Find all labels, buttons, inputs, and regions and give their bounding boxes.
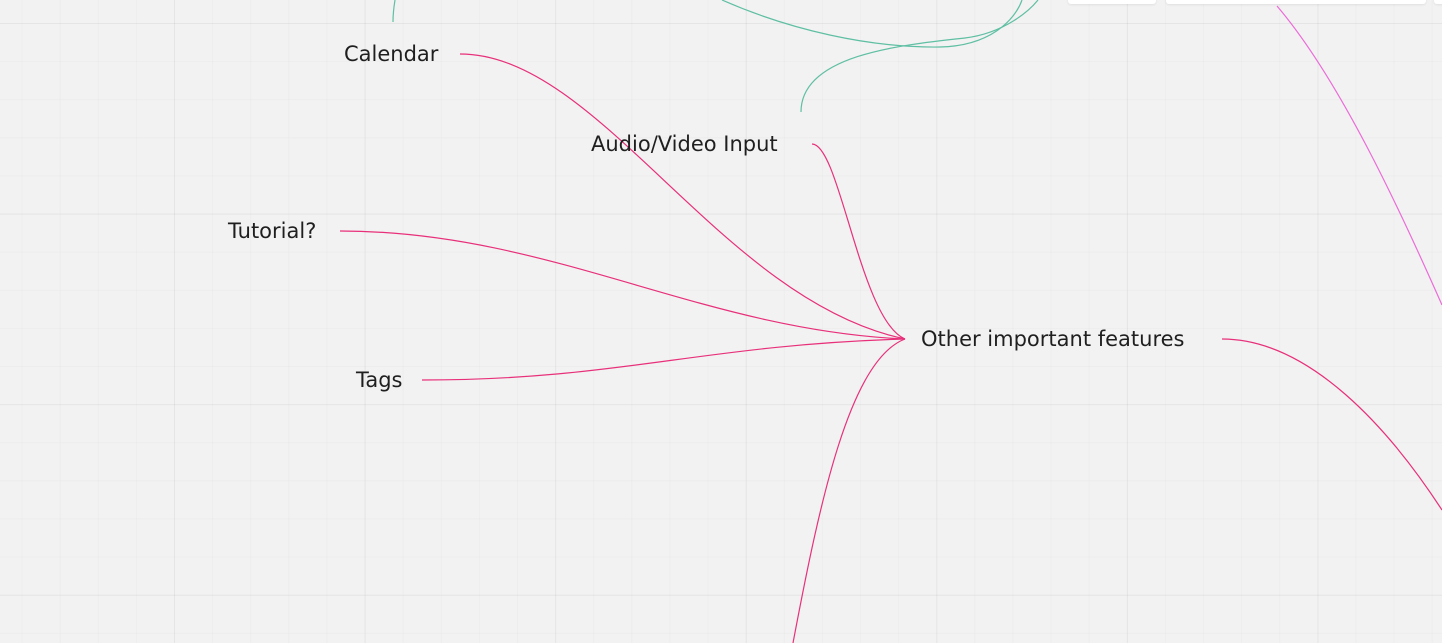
node-calendar[interactable]: Calendar [344, 42, 439, 66]
connector-calendar [459, 53, 906, 340]
connector-tutorial [339, 230, 906, 340]
connector-right-branch [1221, 338, 1442, 511]
connector-teal-audio-video [800, 0, 1039, 113]
offscreen-card[interactable] [1166, 0, 1426, 4]
connector-bottom-branch [792, 338, 906, 643]
connector-teal-top-left [392, 0, 396, 23]
node-audio-video-input[interactable]: Audio/Video Input [591, 132, 778, 156]
offscreen-card[interactable] [1434, 0, 1442, 4]
offscreen-card[interactable] [1068, 0, 1156, 4]
node-other-important-features[interactable]: Other important features [921, 327, 1185, 351]
connector-audio-video-input [811, 143, 906, 340]
node-tags[interactable]: Tags [356, 368, 403, 392]
connector-tags [421, 338, 906, 381]
node-tutorial[interactable]: Tutorial? [228, 219, 317, 243]
connector-teal-top-arc [721, 0, 1023, 48]
connector-pink-right [1276, 5, 1442, 306]
